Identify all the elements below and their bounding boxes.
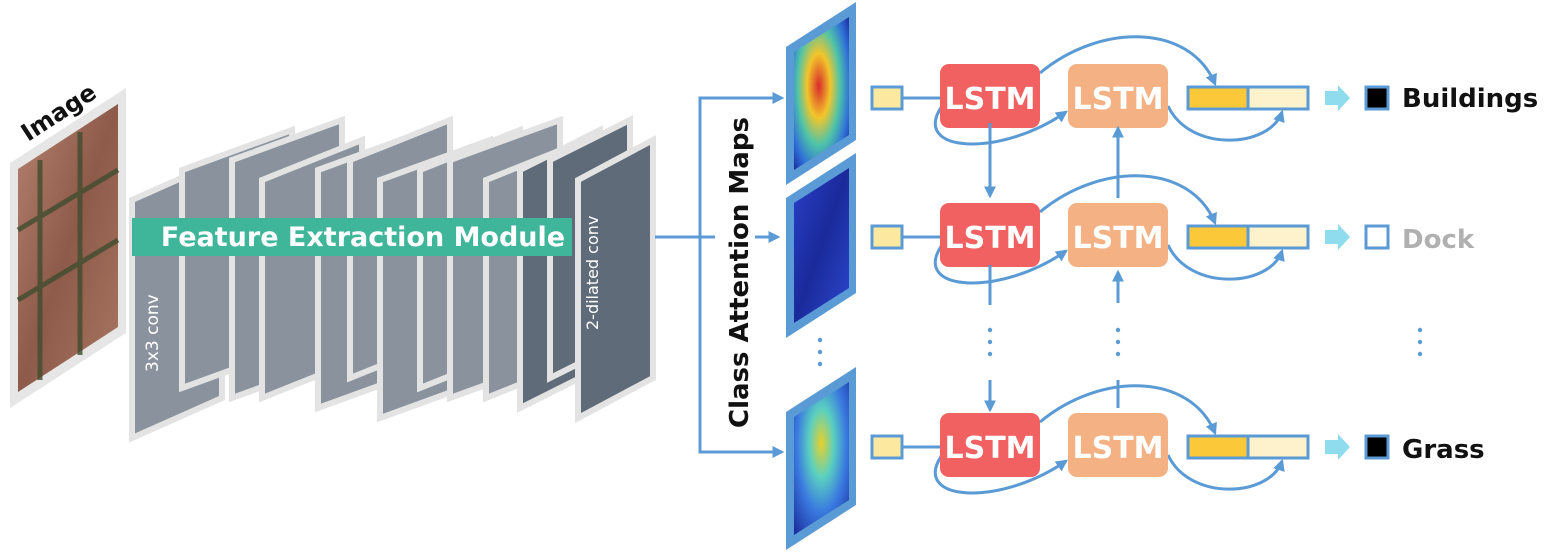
outputs: Buildings Dock Grass <box>1402 84 1538 465</box>
output-label-dock: Dock <box>1402 225 1475 255</box>
output-bar-right <box>1246 224 1310 250</box>
conv-layers <box>129 115 656 443</box>
lstm-backward <box>1068 413 1168 477</box>
backward-arc <box>1166 105 1285 142</box>
input-image <box>18 104 118 392</box>
backward-arc <box>1166 454 1285 491</box>
lstm-backward <box>1068 203 1168 267</box>
lstm-rows: LSTM LSTM LSTM LSTM LSTM LSTM <box>870 35 1390 495</box>
attention-label: Class Attention Maps <box>725 117 755 428</box>
vertical-connections <box>984 123 1124 413</box>
feature-cell <box>870 85 904 111</box>
image-roads <box>16 132 120 380</box>
lstm-row: LSTM LSTM <box>870 174 1390 285</box>
output-bar-left <box>1186 224 1250 250</box>
attention-map-dock <box>786 153 856 338</box>
lstm-backward-label: LSTM <box>1072 82 1163 117</box>
module-bar <box>132 218 572 256</box>
lstm-forward <box>940 203 1040 267</box>
attention-label-bg <box>715 110 755 430</box>
output-label-grass: Grass <box>1402 435 1485 465</box>
output-checkbox <box>1364 85 1390 111</box>
conv-first-label: 3x3 conv <box>143 294 163 372</box>
output-arrow <box>1325 224 1350 250</box>
input-arc <box>933 454 1068 495</box>
output-arrow <box>1325 85 1350 111</box>
conv-last-label: 2-dilated conv <box>583 216 602 330</box>
feature-cell <box>870 434 904 460</box>
lstm-row: LSTM LSTM <box>870 35 1390 146</box>
lstm-forward-label: LSTM <box>944 221 1035 256</box>
forward-arc <box>1039 35 1217 87</box>
conv-layer <box>575 135 656 423</box>
attention-map-ellipsis <box>817 337 823 367</box>
lstm-forward <box>940 64 1040 128</box>
lstm-backward-label: LSTM <box>1072 221 1163 256</box>
lstm-row: LSTM LSTM <box>870 384 1390 495</box>
input-arc <box>933 244 1068 285</box>
lstm-backward-label: LSTM <box>1072 431 1163 466</box>
lstm-forward <box>940 413 1040 477</box>
backward-arc <box>1166 244 1285 281</box>
lstm-forward-label: LSTM <box>944 82 1035 117</box>
vertical-ellipsis <box>987 327 1423 357</box>
forward-arc <box>1039 174 1217 226</box>
lstm-backward <box>1068 64 1168 128</box>
input-arc <box>933 105 1068 146</box>
output-label-buildings: Buildings <box>1402 84 1538 114</box>
input-image-group: Image <box>10 78 126 408</box>
output-bar-left <box>1186 85 1250 111</box>
output-checkbox <box>1364 224 1390 250</box>
output-bar-right <box>1246 434 1310 460</box>
attention-map-grass <box>786 367 856 550</box>
output-bar-left <box>1186 434 1250 460</box>
output-checkbox <box>1364 434 1390 460</box>
feature-cell <box>870 224 904 250</box>
forward-arc <box>1039 384 1217 436</box>
feature-extraction-module: Feature Extraction Module <box>132 218 572 256</box>
lstm-forward-label: LSTM <box>944 431 1035 466</box>
module-label: Feature Extraction Module <box>161 222 565 253</box>
attention-map-buildings <box>786 2 856 185</box>
output-bar-right <box>1246 85 1310 111</box>
output-arrow <box>1325 434 1350 460</box>
